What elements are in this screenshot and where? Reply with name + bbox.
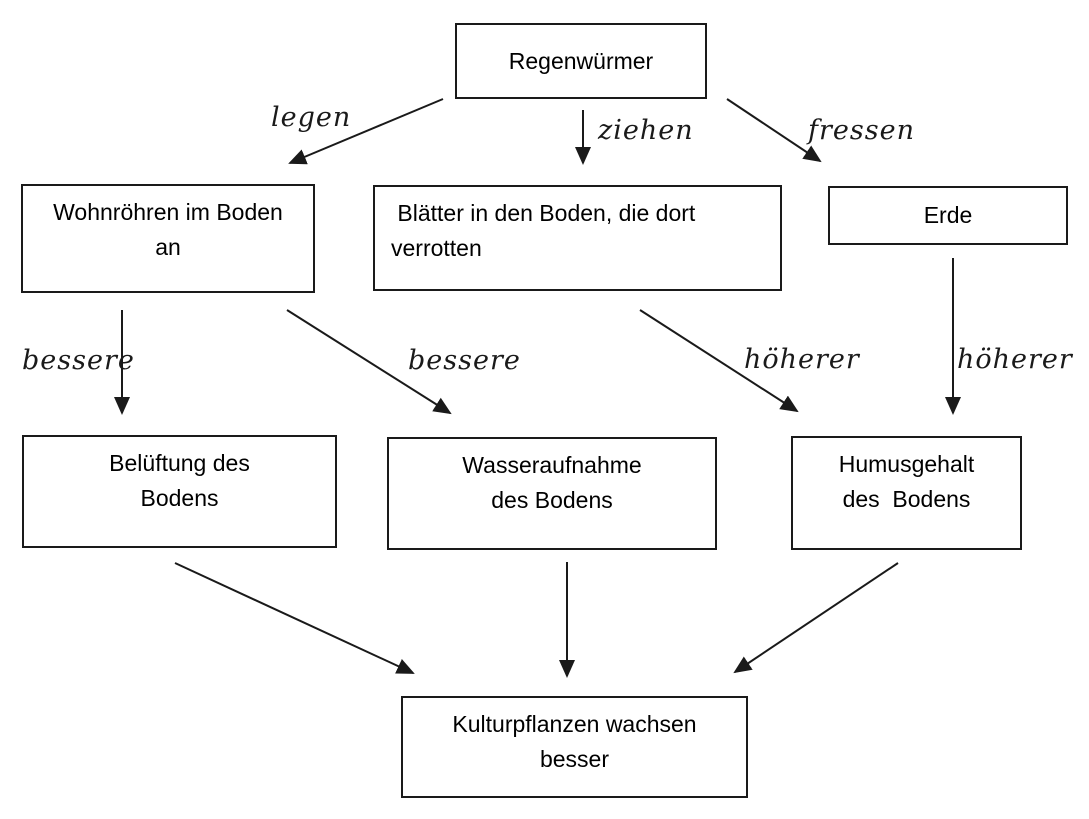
edge-label-fressen: fressen (808, 115, 915, 146)
node-wasseraufnahme: Wasseraufnahme des Bodens (387, 437, 717, 550)
node-erde: Erde (828, 186, 1068, 245)
edge-label-bessere-2: bessere (408, 345, 521, 376)
edge-label-hoeherer-1: höherer (744, 344, 860, 375)
arrow-belueftung-to-kulturpflanzen (174, 562, 415, 674)
arrow-blaetter-to-humusgehalt (639, 309, 799, 413)
node-wohnroehren: Wohnröhren im Boden an (21, 184, 315, 293)
edge-label-bessere-1: bessere (22, 345, 135, 376)
node-humusgehalt: Humusgehalt des Bodens (791, 436, 1022, 550)
node-kulturpflanzen: Kulturpflanzen wachsen besser (401, 696, 748, 798)
node-regenwuermer: Regenwürmer (455, 23, 707, 99)
arrow-humusgehalt-to-kulturpflanzen (733, 562, 899, 674)
node-belueftung: Belüftung des Bodens (22, 435, 337, 548)
arrow-regenwuermer-to-erde (726, 98, 822, 163)
edge-label-ziehen: ziehen (598, 115, 694, 146)
node-blaetter: Blätter in den Boden, die dort verrotten (373, 185, 782, 291)
arrow-wohnroehren-to-wasseraufnahme (286, 309, 452, 415)
edge-label-hoeherer-2: höherer (957, 344, 1073, 375)
arrow-regenwuermer-to-wohnroehren (288, 98, 444, 165)
edge-label-legen: legen (271, 102, 352, 133)
